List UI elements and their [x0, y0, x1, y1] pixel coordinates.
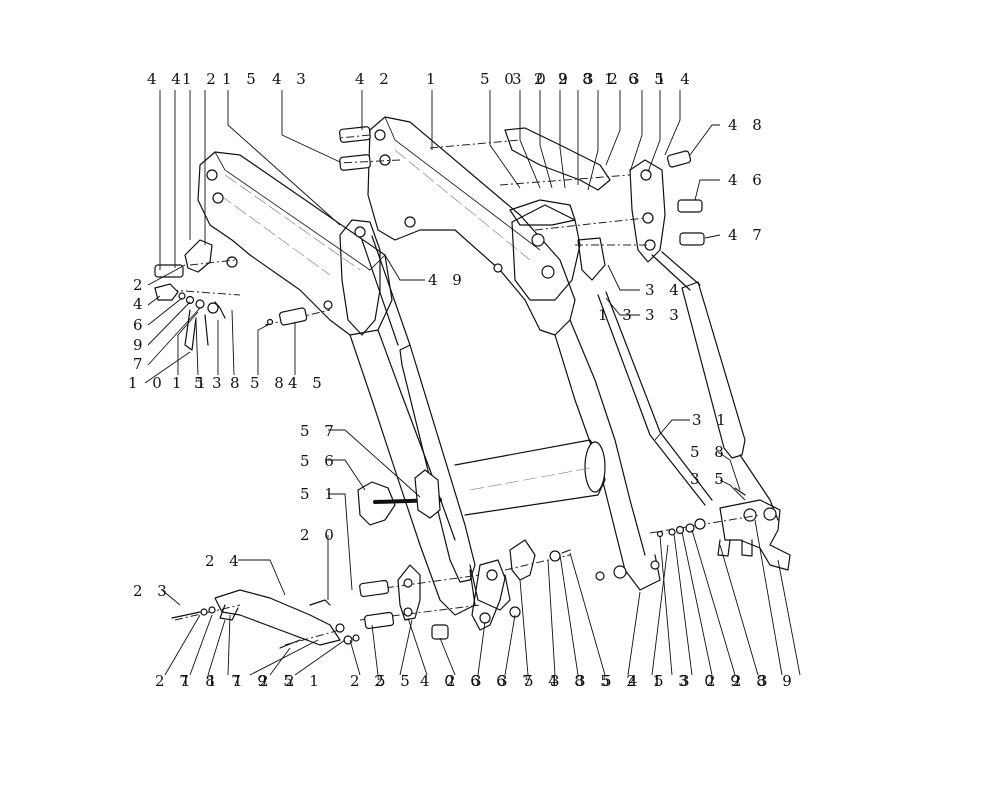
left-lift-cylinder — [339, 219, 511, 611]
label-17: 1 7 — [207, 672, 246, 690]
label-11: 1 1 — [172, 374, 211, 392]
label-46: 4 6 — [728, 171, 767, 189]
label-2: 2 — [133, 276, 148, 294]
label-26: 2 6 — [446, 672, 485, 690]
link-rod — [597, 294, 706, 506]
label-27: 2 7 — [155, 672, 194, 690]
label-20: 2 0 — [300, 526, 339, 544]
label-35-bottom: 3 5 — [576, 672, 615, 690]
label-30: 3 0 — [512, 70, 551, 88]
left-boom-arm — [197, 151, 476, 616]
label-18: 1 8 — [181, 672, 220, 690]
label-37: 3 7 — [498, 672, 537, 690]
label-52: 5 2 — [602, 672, 641, 690]
label-19: 1 9 — [233, 672, 272, 690]
label-6: 6 — [133, 316, 148, 334]
label-28: 2 8 — [558, 70, 597, 88]
left-small-parts — [154, 239, 308, 351]
label-40: 4 0 — [420, 672, 459, 690]
label-23: 2 3 — [133, 582, 172, 600]
label-56: 5 6 — [300, 452, 339, 470]
label-41: 4 1 — [628, 672, 667, 690]
label-57: 5 7 — [300, 422, 339, 440]
label-9: 9 — [133, 336, 148, 354]
right-boom-arm — [367, 116, 661, 591]
label-48: 4 8 — [728, 116, 767, 134]
label-44: 4 4 — [147, 70, 186, 88]
label-50: 5 0 — [480, 70, 519, 88]
label-15: 1 5 — [222, 70, 261, 88]
right-washers — [595, 487, 746, 581]
label-5: 5 — [194, 374, 209, 392]
callout-labels: 4 4 1 2 1 5 4 3 4 2 1 5 0 3 0 2 9 2 8 3 … — [128, 70, 797, 690]
right-lift-cylinder — [629, 159, 791, 571]
label-34: 3 4 — [645, 281, 684, 299]
label-31: 3 1 — [692, 411, 731, 429]
label-38: 3 8 — [550, 672, 589, 690]
label-35-right: 3 5 — [690, 470, 729, 488]
label-51: 5 1 — [300, 485, 339, 503]
label-47: 4 7 — [728, 226, 767, 244]
label-29: 2 9 — [534, 70, 573, 88]
label-21: 2 1 — [285, 672, 324, 690]
label-14: 1 4 — [656, 70, 695, 88]
label-45: 4 5 — [288, 374, 327, 392]
label-32: 3 2 — [584, 70, 623, 88]
label-4: 4 — [133, 295, 148, 313]
top-pins — [339, 126, 705, 281]
label-30-bottom: 3 0 — [680, 672, 719, 690]
label-12: 1 2 — [182, 70, 221, 88]
label-1: 1 — [426, 70, 441, 88]
label-55: 5 5 — [376, 672, 415, 690]
label-58-right: 5 8 — [690, 443, 729, 461]
label-3: 3 — [212, 374, 227, 392]
label-24: 2 4 — [205, 552, 244, 570]
label-16: 1 6 — [604, 70, 643, 88]
label-22: 2 2 — [350, 672, 389, 690]
label-29-bottom: 2 9 — [706, 672, 745, 690]
label-13: 1 3 — [598, 306, 637, 324]
label-33: 3 3 — [645, 306, 684, 324]
label-28-bottom: 2 8 — [732, 672, 771, 690]
label-49: 4 9 — [428, 271, 467, 289]
label-54: 5 4 — [524, 672, 563, 690]
label-8: 8 — [230, 374, 245, 392]
bucket-parts — [171, 469, 571, 649]
label-36: 3 6 — [472, 672, 511, 690]
label-53: 5 3 — [654, 672, 693, 690]
leader-lines — [144, 90, 801, 676]
label-35-top: 3 5 — [630, 70, 669, 88]
label-25: 2 5 — [259, 672, 298, 690]
label-7: 7 — [133, 355, 148, 373]
label-10: 1 0 — [128, 374, 167, 392]
label-43: 4 3 — [272, 70, 311, 88]
label-39: 3 9 — [758, 672, 797, 690]
label-42: 4 2 — [355, 70, 394, 88]
cross-tube — [454, 439, 606, 516]
label-58: 5 8 — [250, 374, 289, 392]
